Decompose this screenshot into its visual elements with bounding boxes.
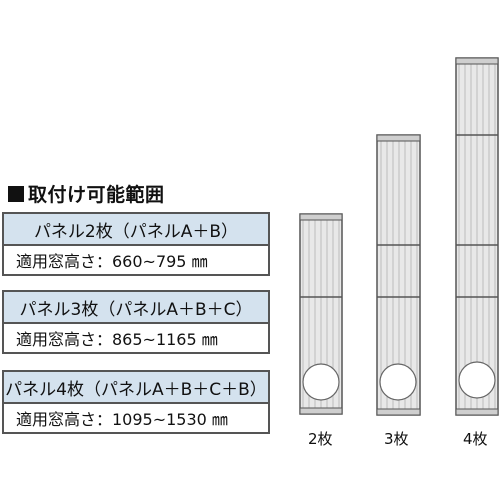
- suction-cup-icon: [302, 363, 340, 401]
- caption-4-panels: 4枚: [463, 430, 488, 448]
- panel-stack-4: [455, 57, 499, 416]
- panel-stack-3: [376, 134, 421, 416]
- suction-cup-icon: [379, 363, 417, 401]
- spec-range: 適用窓高さ：660~795 ㎜: [16, 252, 208, 271]
- square-bullet-icon: [8, 185, 24, 202]
- spec-range: 適用窓高さ：1095~1530 ㎜: [16, 410, 228, 429]
- caption-3-panels: 3枚: [384, 430, 409, 448]
- section-heading: 取付け可能範囲: [8, 180, 165, 207]
- spec-title: パネル3枚（パネルA＋B＋C）: [4, 292, 268, 324]
- spec-box-2-panels: パネル2枚（パネルA＋B） 適用窓高さ：660~795 ㎜: [2, 212, 270, 276]
- heading-text: 取付け可能範囲: [28, 184, 165, 206]
- spec-range: 適用窓高さ：865~1165 ㎜: [16, 330, 218, 349]
- spec-box-4-panels: パネル4枚（パネルA＋B＋C＋B） 適用窓高さ：1095~1530 ㎜: [2, 370, 270, 434]
- spec-title: パネル4枚（パネルA＋B＋C＋B）: [4, 372, 268, 404]
- suction-cup-icon: [458, 361, 496, 399]
- spec-title: パネル2枚（パネルA＋B）: [4, 214, 268, 246]
- caption-2-panels: 2枚: [308, 430, 333, 448]
- panel-stack-2: [299, 213, 343, 415]
- spec-box-3-panels: パネル3枚（パネルA＋B＋C） 適用窓高さ：865~1165 ㎜: [2, 290, 270, 354]
